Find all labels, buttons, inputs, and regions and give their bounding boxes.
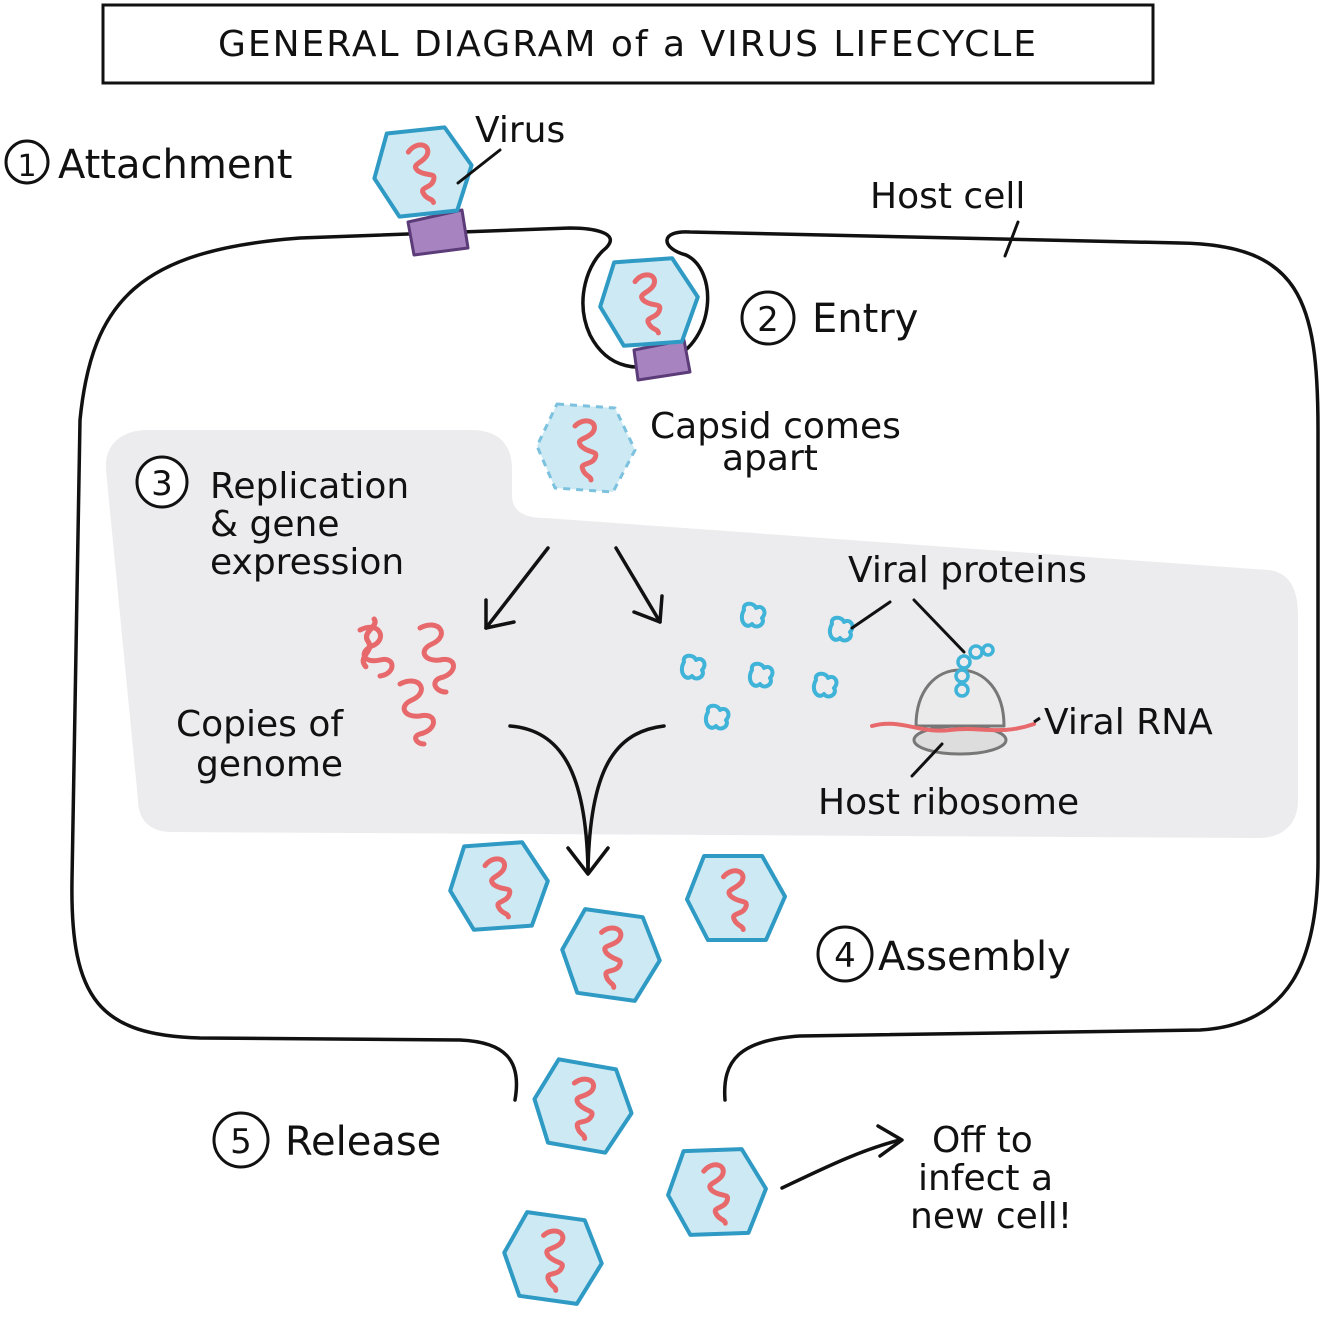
nascent-protein-chain xyxy=(954,643,995,698)
host-cell-pointer-line xyxy=(1003,220,1020,258)
host-ribosome-label: Host ribosome xyxy=(818,782,1079,823)
released-virions xyxy=(501,1057,770,1305)
step-5-label: Release xyxy=(285,1119,441,1165)
off-to-infect-arrow xyxy=(780,1124,904,1190)
capsid-label-line2: apart xyxy=(722,438,818,479)
copies-label-line1: Copies of xyxy=(176,704,344,745)
title-box: GENERAL DIAGRAM of a VIRUS LIFECYCLE xyxy=(101,3,1155,85)
step-2-badge: 2 xyxy=(740,290,796,346)
off-to-infect-line3: new cell! xyxy=(910,1196,1072,1237)
step-2-number: 2 xyxy=(757,300,779,340)
host-ribosome xyxy=(912,668,1008,756)
uncoating-capsid xyxy=(535,402,637,494)
genome-copies xyxy=(357,616,456,747)
virus-pointer-line xyxy=(456,148,502,185)
assembled-virions xyxy=(444,835,788,1002)
step-4-label: Assembly xyxy=(878,934,1071,980)
diagram-title: GENERAL DIAGRAM of a VIRUS LIFECYCLE xyxy=(218,24,1038,65)
host-cell-membrane xyxy=(70,226,1320,1102)
off-to-infect-line2: infect a xyxy=(918,1158,1053,1199)
copies-label-line2: genome xyxy=(196,744,343,785)
step-1-number: 1 xyxy=(17,149,36,184)
capsid-label-line1: Capsid comes xyxy=(650,406,901,447)
step-2-label: Entry xyxy=(812,296,918,342)
step-4-badge: 4 xyxy=(816,925,874,983)
step-1-label: Attachment xyxy=(58,142,293,188)
arrow-to-viral-proteins xyxy=(614,546,664,624)
arrow-to-genome-copies xyxy=(484,546,550,630)
step-1-badge: 1 xyxy=(4,139,50,185)
viral-proteins-pointer-left xyxy=(850,600,892,630)
step-5-badge: 5 xyxy=(212,1111,270,1169)
step-3-number: 3 xyxy=(151,464,173,504)
entering-virus xyxy=(594,251,703,382)
off-to-infect-line1: Off to xyxy=(932,1120,1033,1161)
host-cell-label: Host cell xyxy=(870,176,1025,217)
step-3-label-line3: expression xyxy=(210,542,404,583)
ribosome-pointer-line xyxy=(910,742,944,778)
assembly-arrow xyxy=(508,724,666,876)
viral-proteins-pointer-right xyxy=(912,598,966,654)
attaching-virus xyxy=(367,120,479,257)
step-3-badge: 3 xyxy=(135,455,189,509)
viral-rna-pointer-line xyxy=(1033,716,1041,724)
viral-proteins-label: Viral proteins xyxy=(848,550,1087,591)
viral-rna-label: Viral RNA xyxy=(1044,702,1213,743)
step-3-label-line1: Replication xyxy=(210,466,409,507)
step-3-label-line2: & gene xyxy=(210,504,339,545)
viral-rna-strand xyxy=(870,721,1036,733)
receptor-protein xyxy=(406,208,470,257)
step-5-number: 5 xyxy=(230,1122,252,1162)
step-4-number: 4 xyxy=(834,936,856,976)
virus-label: Virus xyxy=(475,110,565,151)
